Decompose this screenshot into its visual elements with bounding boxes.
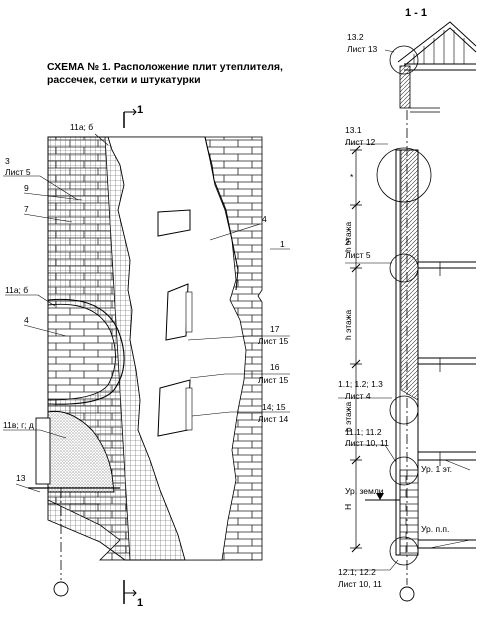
facade-elevation: 1 1 [28,104,263,609]
window-opening-2 [165,283,189,341]
section-axis-marker [399,586,415,602]
note-13-1: 13.1 [345,125,362,135]
callout-16-sheet: Лист 15 [258,375,289,385]
detail-circle-2 [389,253,419,283]
schema-title-line1: СХЕМА № 1. Расположение плит утеплителя, [47,61,283,73]
section-cut-label-bottom: 1 [137,597,143,609]
callout-17-sheet: Лист 15 [258,336,289,346]
ground-arrow [376,493,384,500]
callout-1: 1 [280,239,285,249]
roof-ceiling [404,63,476,71]
wall-insulation [400,149,419,401]
callout-3: 3 [5,156,10,166]
note-11x: 11.1; 11.2 [345,427,382,437]
note-13-1-sheet: Лист 12 [345,137,376,147]
callout-3-sheet: Лист 5 [5,167,31,177]
note-2: 2 [345,237,350,247]
note-12x-sheet: Лист 10, 11 [338,579,382,589]
callout-9: 9 [24,183,29,193]
axis-marker [53,581,69,597]
slab-4 [418,539,476,549]
section-cut-bottom-arrow [124,589,137,597]
window-opening-1 [157,209,191,237]
dimension-star: * [350,172,354,182]
detail-circle-1x [389,395,419,425]
dimension-floor-height-3: h этажа [343,402,353,432]
plinth-base [47,500,100,505]
note-1x-sheet: Лист 4 [345,391,371,401]
note-13-2: 13.2 [347,32,364,42]
plaster-dotted-area [47,410,115,493]
detail-circle-12x [389,536,419,566]
plaster-edge [204,136,239,291]
note-13-2-sheet: Лист 13 [347,44,378,54]
slab-2 [418,357,476,365]
dimension-slashes [351,145,361,553]
upper-slab [410,107,440,113]
slab-1 [418,261,476,269]
callout-4-left: 4 [24,315,29,325]
window-sill-1 [185,291,193,333]
arch-outline [47,298,125,405]
callout-11vgd: 11в; г; д [3,420,34,430]
arch-opening [47,303,116,401]
section-cut-top-arrow [124,108,137,116]
note-12x: 12.1; 12.2 [338,567,376,577]
callout-13: 13 [16,473,26,483]
callout-14-15-sheet: Лист 14 [258,414,289,424]
facade-leaders [3,133,290,493]
callout-16: 16 [270,362,280,372]
note-1x: 1.1; 1.2; 1.3 [338,379,383,389]
note-2-sheet: Лист 5 [345,250,371,260]
section-cut-label-top: 1 [137,104,143,116]
roof-slope [397,21,477,67]
callout-7: 7 [24,204,29,214]
plinth-block [35,417,51,485]
window-sill-2 [185,387,193,431]
callout-4-right: 4 [262,214,267,224]
schema-title-line2: рассечек, сетки и штукатурки [47,74,201,86]
level-ground: Ур. земли [345,486,384,496]
slab-3 [418,451,476,461]
detail-circle-13-2 [389,45,419,75]
callout-17: 17 [270,324,280,334]
dimension-floor-height-2: h этажа [343,310,353,340]
section-leaders [338,49,471,571]
detail-circle-11x [389,456,419,486]
callout-11ab-top: 11а; б [70,122,93,132]
section-title: 1 - 1 [405,7,427,19]
dimension-floor-height-1: h этажа [343,222,353,252]
callout-11ab-left: 11а; б [5,285,28,295]
section-1-1: 1 - 1 [350,7,477,602]
callout-14-15: 14; 15 [262,402,286,412]
detail-circle-13-1 [376,147,432,203]
level-floor: Ур. п.п. [421,524,449,534]
dimension-h: H [343,504,353,510]
roof-rafters [413,30,465,64]
window-opening-3 [157,379,191,437]
level-floor1: Ур. 1 эт. [421,464,452,474]
parapet-wall [399,65,411,109]
note-11x-sheet: Лист 10, 11 [345,438,389,448]
